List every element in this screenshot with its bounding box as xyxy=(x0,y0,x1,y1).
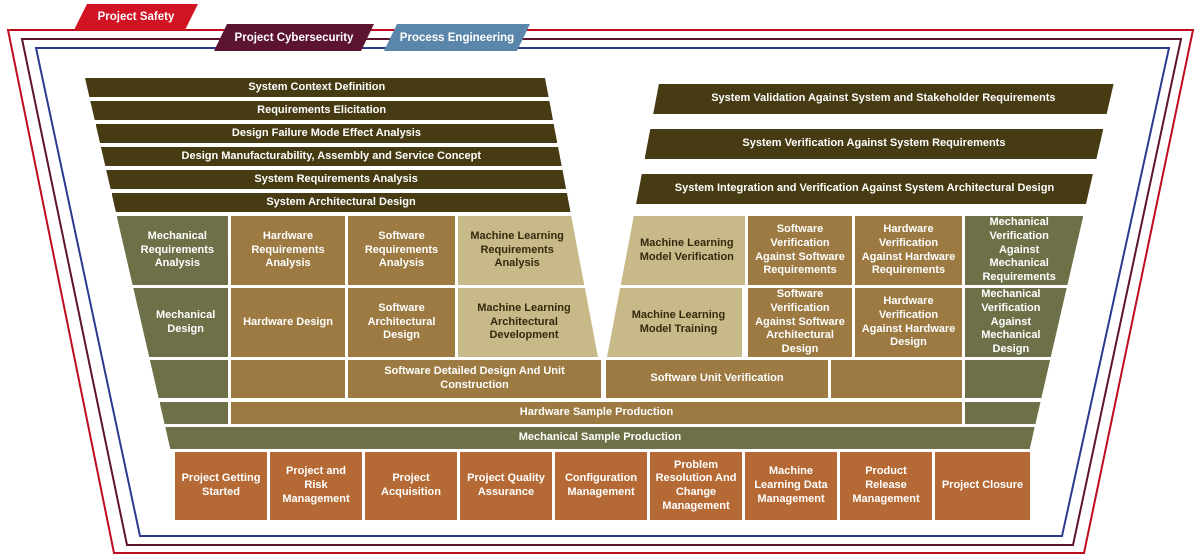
band-hardware-left xyxy=(231,360,345,398)
tab-project-safety[interactable]: Project Safety xyxy=(74,4,198,30)
cell-software-requirements-analysis: Software Requirements Analysis xyxy=(348,216,455,285)
cell-hardware-requirements-analysis: Hardware Requirements Analysis xyxy=(231,216,345,285)
cell-mechanical-verification-design: Mechanical Verification Against Mechanic… xyxy=(965,288,1067,357)
cell-software-unit-verification: Software Unit Verification xyxy=(606,360,828,398)
cell-ml-model-training: Machine Learning Model Training xyxy=(607,288,742,357)
cell-mechanical-verification-requirements: Mechanical Verification Against Mechanic… xyxy=(965,216,1083,285)
bar-system-validation: System Validation Against System and Sta… xyxy=(653,84,1113,114)
cell-hardware-design: Hardware Design xyxy=(231,288,345,357)
bar-system-integration: System Integration and Verification Agai… xyxy=(636,174,1093,204)
cell-project-risk-management: Project and Risk Management xyxy=(270,452,362,520)
cell-ml-model-verification: Machine Learning Model Verification xyxy=(620,216,745,285)
cell-software-detailed-design: Software Detailed Design And Unit Constr… xyxy=(348,360,601,398)
cell-problem-resolution: Problem Resolution And Change Management xyxy=(650,452,742,520)
band-mechanical-left-2 xyxy=(159,402,228,424)
band-mechanical-left xyxy=(149,360,228,398)
cell-project-closure: Project Closure xyxy=(935,452,1030,520)
cell-product-release-management: Product Release Management xyxy=(840,452,932,520)
bar-system-architectural-design: System Architectural Design xyxy=(112,193,571,212)
cell-configuration-management: Configuration Management xyxy=(555,452,647,520)
cell-project-acquisition: Project Acquisition xyxy=(365,452,457,520)
bar-requirements-elicitation: Requirements Elicitation xyxy=(90,101,553,120)
cell-project-quality-assurance: Project Quality Assurance xyxy=(460,452,552,520)
cell-ml-architectural-development: Machine Learning Architectural Developme… xyxy=(458,288,598,357)
cell-hardware-verification-design: Hardware Verification Against Hardware D… xyxy=(855,288,962,357)
bar-system-requirements-analysis: System Requirements Analysis xyxy=(106,170,566,189)
project-safety-outline xyxy=(6,29,1195,554)
bar-system-context-definition: System Context Definition xyxy=(85,78,549,97)
cell-hardware-verification-requirements: Hardware Verification Against Hardware R… xyxy=(855,216,962,285)
cell-software-verification-requirements: Software Verification Against Software R… xyxy=(748,216,852,285)
band-mechanical-right xyxy=(965,360,1050,398)
cell-software-architectural-design: Software Architectural Design xyxy=(348,288,455,357)
bar-hardware-sample-production: Hardware Sample Production xyxy=(231,402,962,424)
band-mechanical-right-2 xyxy=(965,402,1041,424)
project-cybersecurity-outline xyxy=(20,38,1183,546)
cell-ml-data-management: Machine Learning Data Management xyxy=(745,452,837,520)
bar-mechanical-sample-production: Mechanical Sample Production xyxy=(165,427,1034,449)
process-engineering-outline xyxy=(34,47,1171,537)
cell-ml-requirements-analysis: Machine Learning Requirements Analysis xyxy=(458,216,584,285)
cell-project-getting-started: Project Getting Started xyxy=(175,452,267,520)
bar-design-manufacturability: Design Manufacturability, Assembly and S… xyxy=(101,147,562,166)
bar-system-verification: System Verification Against System Requi… xyxy=(645,129,1104,159)
bar-design-fmea: Design Failure Mode Effect Analysis xyxy=(96,124,558,143)
band-hardware-right xyxy=(831,360,962,398)
tab-process-engineering[interactable]: Process Engineering xyxy=(384,24,530,51)
cell-mechanical-requirements-analysis: Mechanical Requirements Analysis xyxy=(116,216,228,285)
cell-software-verification-architecture: Software Verification Against Software A… xyxy=(748,288,852,357)
cell-mechanical-design: Mechanical Design xyxy=(133,288,228,357)
tab-project-cybersecurity[interactable]: Project Cybersecurity xyxy=(214,24,374,51)
